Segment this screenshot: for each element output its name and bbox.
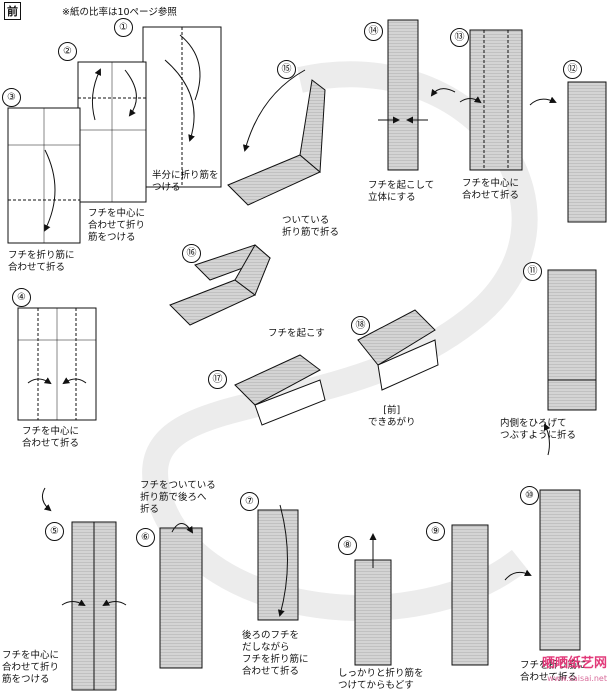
step-7-strip [257, 504, 299, 621]
step-14-strip [378, 19, 428, 171]
step-8-caption: しっかりと折り筋を つけてからもどす [338, 668, 424, 691]
step-6-strip [159, 523, 203, 669]
step-11-caption: 内側をひろげて つぶすように折る [500, 418, 577, 441]
step-10-caption: フチを折り筋に 合わせて折る [520, 660, 587, 683]
step-5-strip [61, 521, 127, 691]
step-4-caption: フチを中心に 合わせて折る [22, 426, 80, 449]
step-7-caption: 後ろのフチを だしながら フチを折り筋に 合わせて折る [242, 630, 309, 677]
watermark-name: 晒晒纸艺网 [541, 656, 607, 671]
step-number: ⑱ [351, 316, 370, 335]
step-number: ⑮ [277, 60, 296, 79]
step-3-paper [7, 107, 81, 244]
step-18-model [357, 309, 439, 391]
step-6-caption: フチをついている 折り筋で後ろへ 折る [140, 480, 216, 515]
step-12-strip [529, 81, 607, 223]
step-15-model [227, 69, 326, 206]
step-number: ④ [12, 288, 31, 307]
result-label: [前] できあがり [368, 405, 416, 429]
step-number: ① [114, 18, 133, 37]
step-number: ⑫ [563, 60, 582, 79]
step-number: ⑰ [208, 370, 227, 389]
step-9-strip [451, 524, 489, 666]
step-number: ⑪ [523, 262, 542, 281]
step-5-caption: フチを中心に 合わせて折り 筋をつける [2, 650, 60, 685]
step-17-caption: フチを起こす [268, 328, 325, 339]
step-13-caption: フチを中心に 合わせて折る [462, 178, 520, 201]
step-number: ⑯ [182, 244, 201, 263]
step-14-caption: フチを起こして 立体にする [368, 180, 435, 203]
step-number: ⑬ [450, 28, 469, 47]
watermark-url: www.saisai.net [547, 674, 607, 683]
step-1-paper [142, 26, 222, 188]
step-number: ⑤ [45, 522, 64, 541]
step-11-strip [547, 269, 597, 411]
result-badge: [前] [383, 405, 401, 416]
step-13-strip [430, 29, 523, 171]
result-text: できあがり [368, 417, 416, 428]
step-number: ② [58, 42, 77, 61]
step-8-strip [354, 533, 392, 666]
step-number: ⑭ [364, 22, 383, 41]
step-2-caption: フチを中心に 合わせて折り 筋をつける [88, 208, 146, 243]
step-number: ⑥ [136, 528, 155, 547]
step-3-caption: フチを折り筋に 合わせて折る [8, 250, 75, 273]
step-2-paper [77, 61, 147, 203]
page-header: 前 [4, 2, 21, 20]
step-number: ③ [2, 88, 21, 107]
header-badge: 前 [4, 2, 21, 20]
step-15-caption: ついている 折り筋で折る [282, 215, 340, 238]
paper-ratio-note: ※紙の比率は10ページ参照 [62, 7, 177, 18]
step-10-strip [504, 423, 581, 651]
step-number: ⑦ [240, 492, 259, 511]
step-17-model [234, 354, 326, 426]
step-number: ⑧ [338, 536, 357, 555]
step-1-caption: 半分に折り筋を つける [152, 170, 219, 193]
step-number: ⑩ [520, 486, 539, 505]
step-16-model [169, 244, 271, 326]
step-number: ⑨ [426, 522, 445, 541]
step-4-paper [17, 307, 97, 512]
